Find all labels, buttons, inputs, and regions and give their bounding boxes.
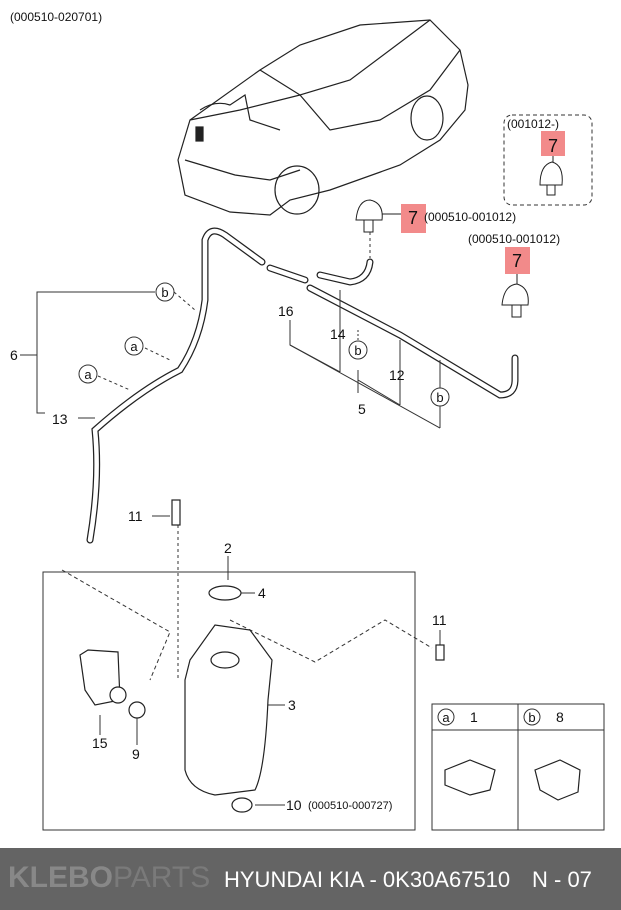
leader-lines — [20, 290, 605, 831]
letter-a: a — [84, 367, 92, 382]
nozzle-right-code: (000510-001012) — [468, 232, 560, 246]
callout-9: 9 — [132, 746, 140, 762]
callout-11: 11 — [128, 508, 143, 524]
callout-5: 5 — [358, 401, 366, 417]
highlight-7-right — [505, 247, 530, 274]
callout-7-box: 7 — [548, 136, 558, 156]
watermark-logo: KLEBOPARTS — [8, 861, 211, 894]
callout-4: 4 — [258, 585, 266, 601]
callout-13: 13 — [52, 411, 68, 427]
car-illustration — [177, 19, 469, 216]
page-code: N - 07 — [532, 867, 592, 892]
callout-10: 10 — [286, 797, 302, 813]
callout-3: 3 — [288, 697, 296, 713]
legend-letter-a: a — [442, 710, 450, 725]
callout-6: 6 — [10, 347, 18, 363]
part-number-text: HYUNDAI KIA - 0K30A67510 — [224, 867, 511, 892]
callout-16: 16 — [278, 303, 294, 319]
grommet-code: (000510-000727) — [308, 800, 392, 812]
header-code: (000510-020701) — [10, 10, 102, 24]
legend-callout-1: 1 — [470, 709, 478, 725]
nozzle-box-code: (001012-) — [507, 117, 559, 131]
footer-bar: KLEBOPARTS HYUNDAI KIA - 0K30A67510 N - … — [0, 848, 621, 910]
letter-b: b — [161, 285, 168, 300]
callout-11: 11 — [432, 612, 447, 628]
callout-12: 12 — [389, 367, 405, 383]
letter-b: b — [436, 390, 443, 405]
legend-callout-8: 8 — [556, 709, 564, 725]
parts-diagram: (000510-020701) (001012-) 7 7 (000510-00… — [10, 10, 605, 831]
washer-nozzle-icon — [355, 156, 563, 318]
callout-7-right: 7 — [512, 251, 522, 271]
callout-15: 15 — [92, 735, 108, 751]
nozzle-variant-box — [503, 114, 593, 206]
highlight-7-box — [541, 131, 565, 156]
ref-circles — [78, 282, 541, 726]
callout-14: 14 — [330, 326, 346, 342]
letter-b: b — [354, 343, 361, 358]
legend-letter-b: b — [528, 710, 535, 725]
letter-a: a — [130, 339, 138, 354]
callout-2: 2 — [224, 540, 232, 556]
washer-reservoir — [79, 499, 581, 813]
nozzle-left-code: (000510-001012) — [424, 210, 516, 224]
highlight-7-left — [401, 204, 426, 233]
hose-fill — [87, 228, 518, 543]
callout-7-left: 7 — [408, 208, 418, 228]
